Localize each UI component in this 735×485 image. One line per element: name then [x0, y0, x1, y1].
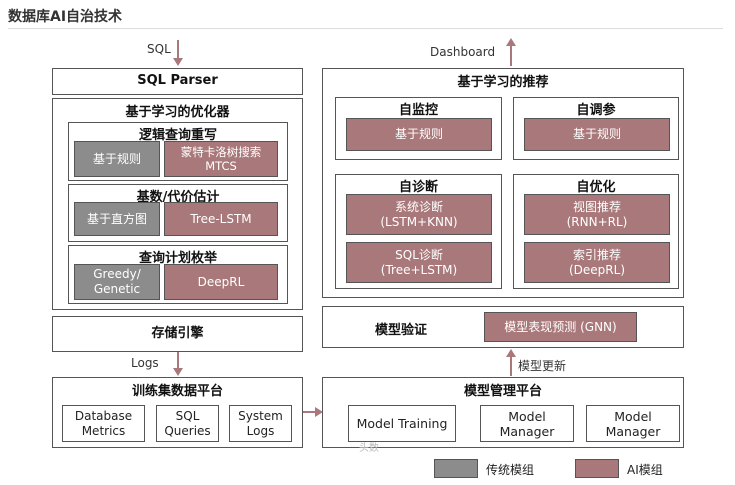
page-title: 数据库AI自治技术 [8, 9, 123, 25]
legend-traditional-label: 传统模组 [486, 463, 535, 477]
sql-label: SQL [147, 42, 171, 56]
dashboard-arrow [510, 44, 512, 66]
self-monitor-rule: 基于规则 [346, 118, 492, 151]
rewrite-traditional: 基于规则 [74, 141, 160, 177]
sql-arrow [177, 40, 179, 60]
model-update-arrow-head [506, 349, 516, 357]
plan-title: 查询计划枚举 [138, 251, 217, 266]
sql-arrow-head [173, 58, 183, 66]
logs-arrow-head [173, 368, 183, 376]
legend-ai-swatch [575, 459, 619, 478]
watermark: 头数 [359, 443, 379, 454]
validation-gnn: 模型表现预测 (GNN) [484, 312, 637, 342]
logs-label: Logs [131, 356, 159, 370]
self-tune-title: 自调参 [576, 103, 616, 118]
cost-title: 基数/代价估计 [136, 190, 220, 205]
title-divider [8, 28, 723, 29]
rewrite-ai: 蒙特卡洛树搜索 MTCS [164, 141, 278, 177]
dashboard-label: Dashboard [430, 45, 496, 59]
plan-ai: DeepRL [164, 264, 278, 300]
model-update-label: 模型更新 [518, 359, 567, 373]
recommend-title: 基于学习的推荐 [457, 75, 549, 90]
management-title: 模型管理平台 [463, 384, 542, 399]
plan-traditional: Greedy/ Genetic [74, 264, 160, 300]
training-to-management-arrow-head [315, 407, 323, 417]
self-monitor-title: 自监控 [398, 103, 438, 118]
training-item-db-metrics: Database Metrics [62, 405, 145, 442]
training-item-system-logs: System Logs [229, 405, 292, 442]
optimizer-title: 基于学习的优化器 [125, 105, 230, 120]
training-platform-title: 训练集数据平台 [131, 384, 223, 399]
system-diagnose: 系统诊断 (LSTM+KNN) [346, 194, 492, 235]
training-to-management-arrow [303, 411, 317, 413]
index-recommend: 索引推荐 (DeepRL) [524, 242, 670, 283]
sql-parser-box: SQL Parser [52, 68, 303, 95]
self-diagnose-title: 自诊断 [398, 180, 438, 195]
cost-traditional: 基于直方图 [74, 202, 160, 236]
model-manager-2: Model Manager [586, 405, 680, 442]
validation-title: 模型验证 [374, 323, 427, 338]
logs-arrow [177, 352, 179, 370]
legend-ai-label: AI模组 [627, 463, 663, 477]
dashboard-arrow-head [506, 38, 516, 46]
training-item-sql-queries: SQL Queries [156, 405, 219, 442]
model-update-arrow [510, 356, 512, 376]
storage-label: 存储引擎 [151, 326, 204, 341]
sql-diagnose: SQL诊断 (Tree+LSTM) [346, 242, 492, 283]
sql-parser-label: SQL Parser [137, 73, 218, 88]
cost-ai: Tree-LSTM [164, 202, 278, 236]
rewrite-title: 逻辑查询重写 [138, 128, 217, 143]
storage-box: 存储引擎 [52, 316, 303, 352]
legend-traditional-swatch [434, 459, 478, 478]
view-recommend: 视图推荐 (RNN+RL) [524, 194, 670, 235]
model-training: Model Training [348, 405, 456, 442]
model-manager-1: Model Manager [480, 405, 574, 442]
self-tune-rule: 基于规则 [524, 118, 670, 151]
self-optimize-title: 自优化 [576, 180, 616, 195]
